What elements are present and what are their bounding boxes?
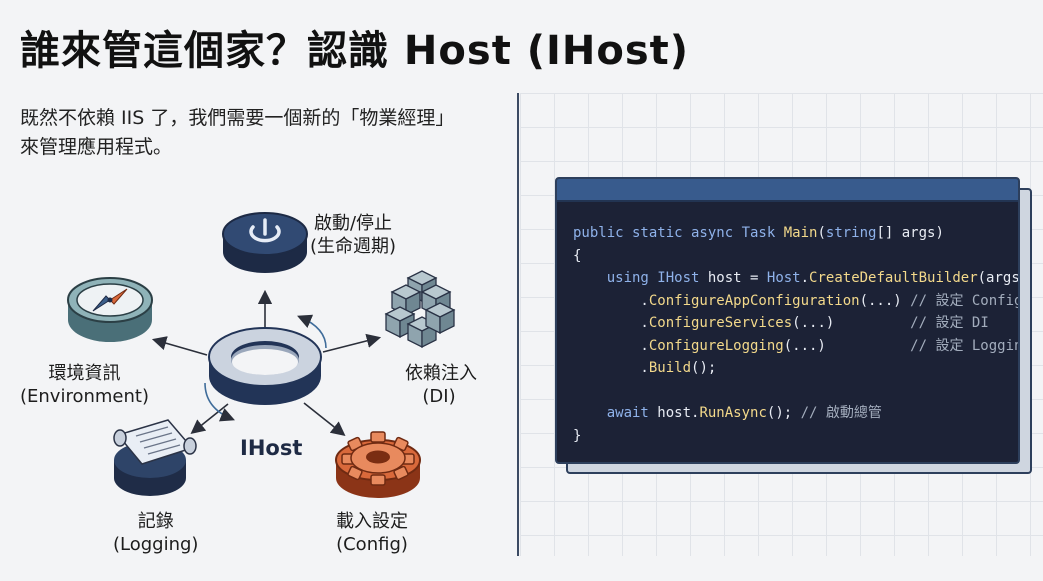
code-line: .ConfigureLogging(...) // 設定 Logging (573, 335, 1018, 358)
diagram-graphics (67, 212, 456, 498)
code-line: .ConfigureServices(...) // 設定 DI (573, 312, 1018, 335)
code-token: ConfigureLogging (648, 337, 784, 354)
arrow-di (322, 333, 382, 353)
ihost-label: IHost (240, 436, 303, 460)
node-config-label: 載入設定 (Config) (336, 511, 408, 555)
intro-text: 既然不依賴 IIS 了，我們需要一個新的「物業經理」 來管理應用程式。 (20, 104, 510, 162)
code-token: Task (741, 225, 784, 241)
code-token: Build (648, 360, 692, 376)
code-token: } (573, 427, 582, 444)
code-token: IHost (657, 270, 708, 286)
code-token: ConfigureAppConfiguration (648, 292, 860, 309)
code-line: } (573, 425, 1018, 448)
code-token: (args) (977, 270, 1020, 286)
code-line: using IHost host = Host.CreateDefaultBui… (573, 267, 1018, 290)
node-di-label: 依賴注入 (DI) (405, 363, 477, 407)
code-token: // 設定 DI (910, 315, 989, 331)
code-block: public static async Task Main(string[] a… (557, 202, 1018, 447)
code-token: . (573, 337, 649, 354)
arrow-environment (151, 336, 208, 356)
code-token: RunAsync (699, 405, 767, 421)
intro-line-2: 來管理應用程式。 (20, 136, 173, 158)
code-token: . (573, 292, 649, 309)
code-token: . (573, 360, 649, 376)
code-window: public static async Task Main(string[] a… (555, 177, 1020, 464)
node-lifecycle-label: 啟動/停止 (生命週期) (310, 213, 397, 257)
code-token: ( (817, 225, 826, 241)
code-token: [] args) (876, 225, 944, 241)
code-line: .ConfigureAppConfiguration(...) // 設定 Co… (573, 290, 1018, 313)
vertical-divider (517, 93, 519, 556)
code-token: . (800, 270, 810, 286)
code-token: Main (783, 225, 818, 241)
code-token: (...) (792, 315, 911, 331)
ihost-diagram: 啟動/停止 (生命週期) 依賴注入 (DI) 載入設定 (Config) 記錄 … (0, 180, 515, 570)
node-environment-label: 環境資訊 (Environment) (20, 363, 149, 407)
code-token: (); (766, 405, 801, 421)
code-line: { (573, 245, 1018, 268)
code-window-titlebar (557, 179, 1018, 202)
code-token: // 設定 Logging (910, 337, 1020, 354)
code-line (573, 380, 1018, 403)
code-token: host = (707, 270, 767, 286)
code-token: (...) (783, 337, 911, 354)
cubes-icon (384, 270, 456, 349)
code-line: await host.RunAsync(); // 啟動總管 (573, 402, 1018, 425)
code-token: . (573, 315, 649, 331)
code-token: host. (657, 405, 700, 421)
code-token: string (825, 225, 877, 241)
code-token: ConfigureServices (648, 315, 793, 331)
code-token: public static async (573, 225, 742, 241)
code-token: // 啟動總管 (800, 405, 882, 421)
code-line: .Build(); (573, 357, 1018, 380)
scroll-icon (113, 419, 197, 496)
code-line: public static async Task Main(string[] a… (573, 222, 1018, 245)
code-token: using (573, 270, 658, 286)
slide-title: 誰來管這個家？認識 Host (IHost) (20, 28, 690, 74)
ihost-ring-icon (208, 327, 322, 405)
intro-line-1: 既然不依賴 IIS 了，我們需要一個新的「物業經理」 (20, 107, 455, 129)
node-logging-label: 記錄 (Logging) (113, 511, 199, 555)
power-icon (222, 212, 308, 273)
code-token: (...) (859, 292, 911, 309)
code-token: (); (691, 360, 717, 376)
code-token: Host (766, 270, 801, 286)
motion-arcs (204, 314, 327, 422)
compass-icon (67, 277, 153, 342)
code-token: CreateDefaultBuilder (809, 270, 978, 286)
code-token: await (573, 405, 658, 421)
gear-icon (335, 431, 421, 498)
arrow-logging (190, 403, 229, 434)
code-token: // 設定 Config (910, 292, 1020, 309)
arrow-config (303, 402, 346, 436)
code-token: { (573, 247, 582, 264)
